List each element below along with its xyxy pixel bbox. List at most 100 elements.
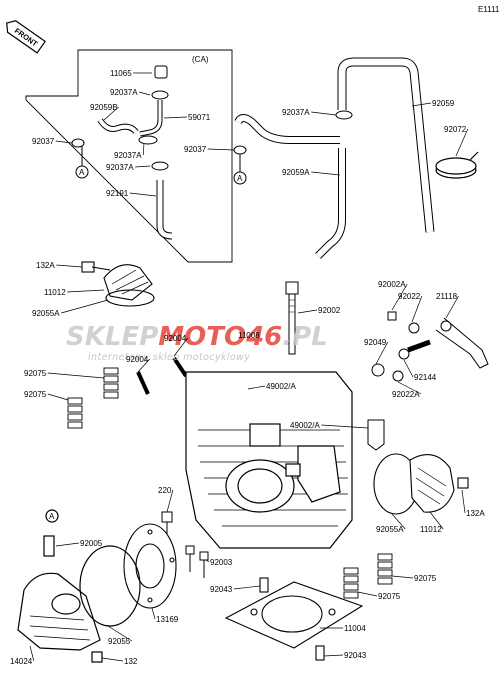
leader-21118 [445, 295, 459, 319]
callout-92075-d: 92075 [378, 592, 401, 601]
leader-92005 [55, 542, 80, 547]
hose-clip-92072-part [435, 151, 479, 179]
cap-11012-left-part [103, 264, 153, 301]
leader-49002a-a [247, 385, 266, 390]
leader-92043-b [323, 654, 344, 657]
leader-92072 [455, 128, 469, 157]
callout-92022a: 92022A [392, 390, 420, 399]
bolt-132-part [91, 651, 103, 663]
stud-92002-shaft [288, 293, 296, 355]
watermark-brand-part1: SKLEP [66, 322, 158, 352]
cap-11012-right-part [409, 454, 455, 513]
leader-92191 [129, 192, 157, 197]
washer-92022a-part [392, 370, 404, 382]
leader-92075-c [391, 575, 414, 579]
leader-13169 [151, 607, 156, 620]
callout-49002a-b: 49002/A [290, 421, 320, 430]
leader-92037a-ca-low [135, 165, 151, 168]
watermark-brand-part3: .PL [282, 322, 328, 352]
right-rocker-cover [373, 453, 469, 515]
callout-132a-right: 132A [466, 509, 485, 518]
leader-92004-a [173, 337, 189, 357]
watermark-tagline: internetowy sklep motocyklowy [88, 352, 250, 363]
stud-92004-part [136, 371, 150, 395]
front-direction-tag: FRONT [6, 20, 46, 54]
callout-92055a-left: 92055A [32, 309, 60, 318]
leader-11012-right [429, 511, 444, 530]
callout-92059b: 92059B [90, 103, 118, 112]
callout-59071: 59071 [188, 113, 211, 122]
leader-92059 [411, 102, 432, 107]
ca-group-frame [25, 49, 233, 263]
watermark-brand-part2: MOTO46 [158, 322, 282, 352]
oring-92055a-left-part [105, 289, 155, 307]
leader-92037-ca [55, 140, 73, 144]
callout-ref-a-low: A [49, 512, 55, 521]
callout-14024: 14024 [10, 657, 33, 666]
clip-92144-part [398, 348, 410, 360]
callout-92022: 92022 [398, 292, 421, 301]
callout-21118: 21118 [436, 292, 458, 301]
callout-11065: 11065 [110, 69, 132, 78]
callout-92059a: 92059A [282, 168, 310, 177]
leader-92075-a [47, 372, 105, 379]
callout-92144: 92144 [414, 373, 437, 382]
ca-hose-parts [71, 65, 173, 240]
callout-92037a-top: 92037A [282, 108, 310, 117]
callout-11012-left: 11012 [44, 288, 66, 297]
callout-ref-a-ca: A [79, 168, 85, 177]
callout-92043-a: 92043 [210, 585, 233, 594]
breather-hoses [233, 57, 435, 259]
callout-92059: 92059 [432, 99, 455, 108]
callout-92037a-ca-low: 92037A [106, 163, 134, 172]
valve-49002a-lower-part [367, 419, 385, 451]
cotters-92075-left [67, 367, 119, 429]
leader-92075-b [47, 393, 69, 401]
leader-92059a [311, 171, 341, 176]
callout-132: 132 [124, 657, 138, 666]
dowel-92043-lower-part [315, 645, 325, 661]
callout-11012-right: 11012 [420, 525, 442, 534]
leader-132 [101, 657, 124, 662]
callout-92037a-ca-mid: 92037A [114, 151, 142, 160]
callout-92055a-right: 92055A [376, 525, 404, 534]
callout-ref-a-mid: A [237, 174, 243, 183]
leader-92037-mid [207, 148, 235, 151]
callout-11004: 11004 [344, 624, 366, 633]
leader-92037a-ca-top [139, 91, 151, 96]
callout-92072: 92072 [444, 125, 467, 134]
callout-92004-a: 92004 [164, 334, 187, 343]
bolt-132a-right-part [457, 477, 469, 489]
leader-92075-d [357, 591, 378, 597]
callout-220: 220 [158, 486, 172, 495]
callout-labels: 11065 92037A 92059B 59071 92037 92037A 92037A 9… [10, 69, 485, 666]
leader-220 [166, 489, 174, 513]
watermark: SKLEPMOTO46.PL internetowy sklep motocyk… [66, 322, 328, 363]
leader-92003 [205, 559, 210, 563]
cap-11065-part [154, 65, 168, 79]
cylinder-head-11008 [185, 371, 353, 549]
callout-92002a: 92002A [378, 280, 406, 289]
leader-11012-left [67, 289, 105, 293]
callout-92037-ca: 92037 [32, 137, 55, 146]
cotters-92075-right [343, 553, 393, 599]
leader-92144 [403, 359, 414, 378]
clamp-92037-ca-part [71, 138, 85, 148]
stud-92002-head [285, 281, 299, 295]
svg-text:SKLEPMOTO46.PL: SKLEPMOTO46.PL [66, 322, 328, 352]
leader-lines [29, 72, 469, 662]
clamp-92037a-part [151, 90, 169, 100]
ca-group-label: (CA) [192, 55, 209, 64]
callout-92002: 92002 [318, 306, 341, 315]
callout-11008: 11008 [238, 331, 260, 340]
leader-132a-right [461, 489, 466, 514]
washer-92022-part [408, 322, 420, 334]
page-reference: E1111 [478, 5, 500, 14]
gasket-92055-part [79, 545, 141, 627]
ref-a-marker-low [45, 509, 59, 523]
dowel-pin-part [285, 463, 301, 477]
callout-92005: 92005 [80, 539, 103, 548]
callout-132a-left: 132A [36, 261, 55, 270]
